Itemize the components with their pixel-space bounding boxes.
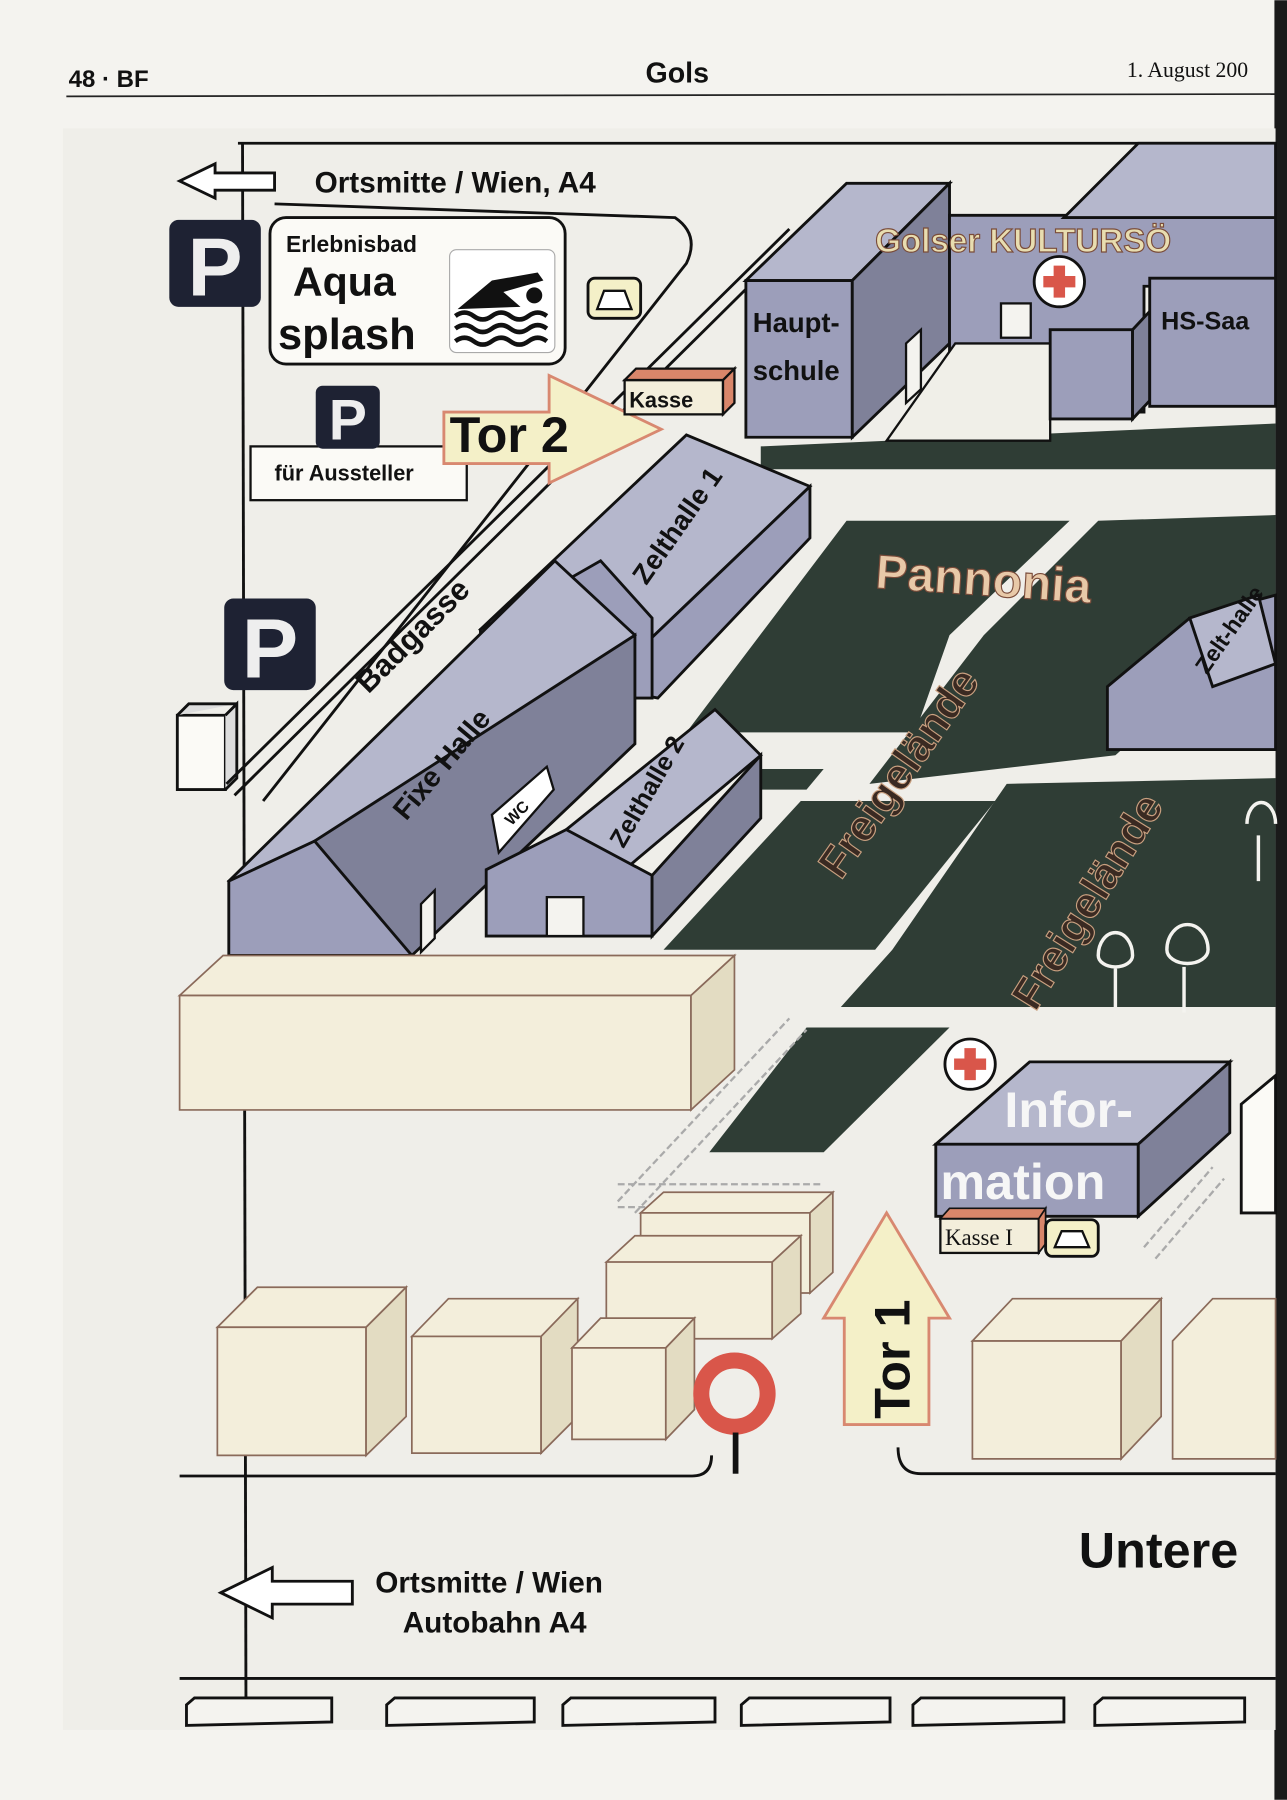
svg-text:schule: schule — [753, 355, 840, 386]
building-kultursaal: Golser KULTURSÖ HS-Saa — [875, 141, 1277, 442]
svg-text:mation: mation — [940, 1153, 1105, 1210]
bottom-barriers — [185, 1696, 1247, 1727]
top-direction-label: Ortsmitte / Wien, A4 — [315, 166, 597, 199]
footpaths — [616, 1017, 1225, 1260]
gate-2-arrow: Tor 2 — [442, 373, 665, 486]
building-hauptschule: Haupt- schule — [742, 179, 953, 441]
trees-icon — [1096, 800, 1278, 1013]
aquasplash-boundary — [261, 202, 693, 802]
issue-date: 1. August 200 — [1127, 58, 1248, 82]
cashier-2: Kasse — [621, 365, 738, 418]
kiosk-box — [175, 700, 239, 792]
exhibition-block-long — [177, 953, 737, 1112]
bus-icon-2 — [1044, 1218, 1100, 1258]
svg-text:splash: splash — [278, 311, 416, 359]
red-cross-icon-2 — [943, 1037, 997, 1091]
svg-text:Tor 2: Tor 2 — [450, 406, 569, 463]
arrow-left-icon — [176, 161, 276, 201]
svg-text:Aqua: Aqua — [293, 258, 397, 304]
road-edge-right — [896, 1447, 1276, 1476]
badgasse-road-edge — [225, 228, 791, 785]
red-cross-icon — [1032, 255, 1086, 309]
svg-text:Tor 1: Tor 1 — [863, 1299, 920, 1418]
information-building: Infor- mation — [931, 1058, 1234, 1220]
tent-hall-right: Zelt-halle — [1105, 581, 1278, 751]
road-edge-left — [179, 1455, 713, 1478]
svg-text:Erlebnisbad: Erlebnisbad — [286, 231, 417, 257]
svg-text:Infor-: Infor- — [1004, 1081, 1133, 1138]
culture-hall-label: Golser KULTURSÖ — [875, 223, 1171, 260]
exhibition-stands — [215, 1190, 1277, 1461]
svg-text:Haupt-: Haupt- — [753, 307, 840, 338]
street-untere: Untere — [1079, 1522, 1238, 1579]
svg-text:P: P — [188, 221, 243, 313]
page-edge — [1274, 0, 1287, 1800]
bottom-direction-line2: Autobahn A4 — [403, 1607, 587, 1640]
svg-text:P: P — [242, 600, 298, 695]
arrow-left-icon-2 — [217, 1565, 354, 1621]
aquasplash-sign: Erlebnisbad Aqua splash — [268, 216, 567, 366]
cashier-1: Kasse I — [938, 1205, 1048, 1256]
parking-sign-1: P — [169, 219, 261, 313]
bus-icon — [586, 276, 643, 320]
bus-stop-icon — [693, 1352, 776, 1474]
header-rule — [66, 93, 1276, 98]
svg-text:P: P — [329, 389, 367, 453]
hs-hall-label: HS-Saa — [1161, 308, 1250, 336]
svg-text:Kasse I: Kasse I — [945, 1225, 1013, 1250]
page-number: 48 · BF — [69, 66, 149, 93]
parking-exhibitors-label: für Aussteller — [275, 461, 415, 486]
fixed-hall: Fixe Halle — [226, 558, 637, 958]
gate-1-arrow: Tor 1 — [821, 1210, 953, 1426]
bottom-direction-line1: Ortsmitte / Wien — [375, 1567, 603, 1600]
section-title: Gols — [645, 58, 709, 90]
wc-sign: WC — [490, 764, 555, 856]
parking-sign-2: P — [315, 385, 380, 453]
parking-sign-3: P — [224, 598, 316, 695]
svg-text:Kasse: Kasse — [629, 388, 693, 413]
